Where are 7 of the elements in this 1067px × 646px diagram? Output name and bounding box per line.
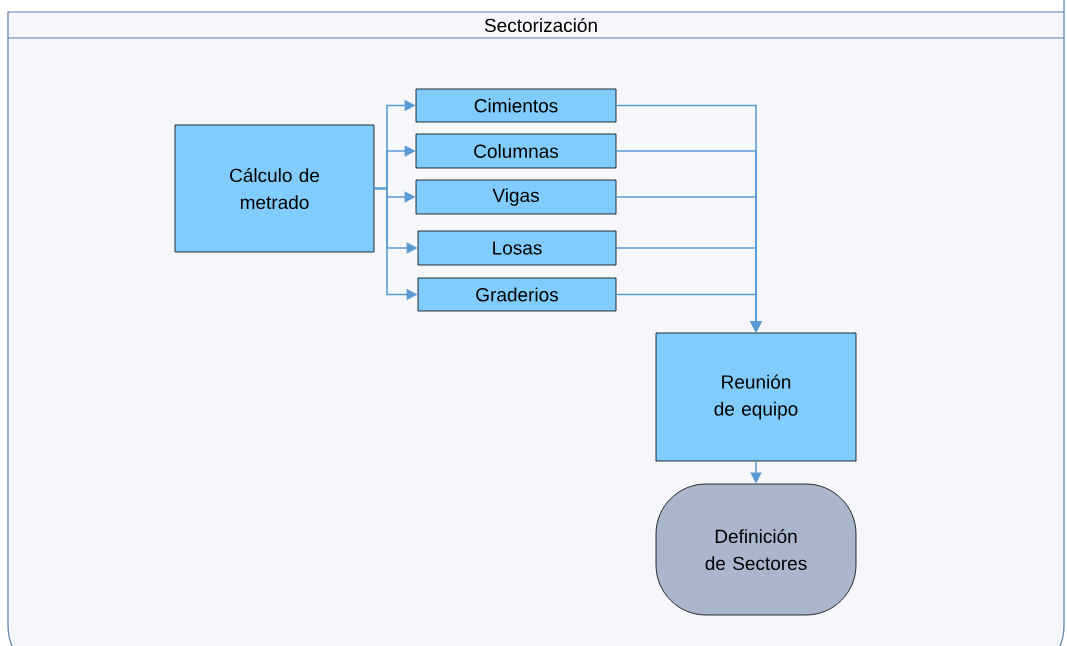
process-box: Losas [417,230,617,266]
process-box: Cálculo de metrado [174,124,375,253]
process-box: Graderios [417,277,617,312]
process-box: Reunión de equipo [655,332,857,462]
process-box: Cimientos [415,88,617,123]
process-box: Vigas [415,179,617,215]
process-box: Columnas [415,133,617,169]
